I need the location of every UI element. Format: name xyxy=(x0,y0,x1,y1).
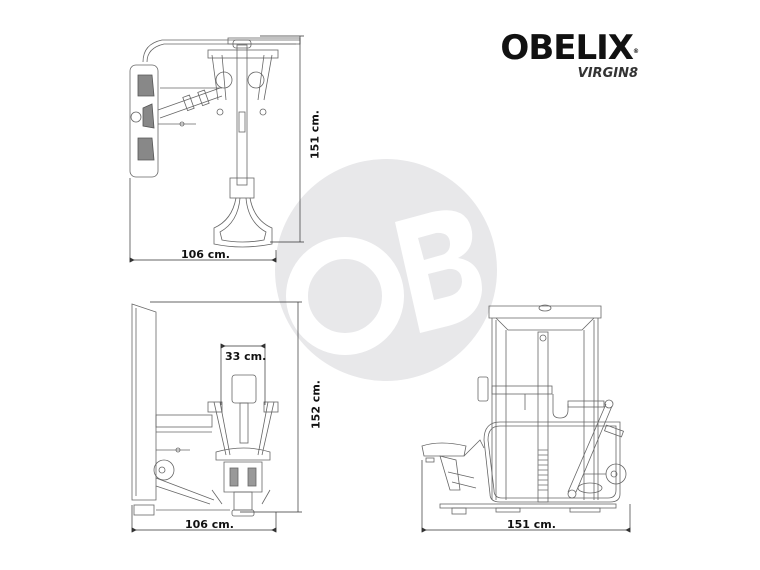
front-view-drawing xyxy=(131,303,279,517)
model-name: VIRGIN8 xyxy=(577,66,638,81)
top-view-height-label: 151 cm. xyxy=(308,110,322,159)
brand-logo: OBELIX® VIRGIN8 xyxy=(498,28,639,82)
registered-mark: ® xyxy=(633,48,639,55)
top-view-drawing xyxy=(129,37,301,248)
side-view-drawing xyxy=(421,304,627,515)
front-view-inner-width-label: 33 cm. xyxy=(225,350,267,363)
ob-watermark-logo xyxy=(275,159,497,381)
brand-name: OBELIX® xyxy=(498,28,639,68)
front-view-dimension-lines xyxy=(131,301,302,533)
front-view-width-label: 106 cm. xyxy=(185,518,234,531)
top-view-dimension-lines xyxy=(129,35,304,263)
side-view-width-label: 151 cm. xyxy=(507,518,556,531)
top-view-width-label: 106 cm. xyxy=(181,248,230,261)
front-view-height-label: 152 cm. xyxy=(309,380,323,429)
side-view-dimension-lines xyxy=(421,460,631,533)
brand-name-text: OBELIX xyxy=(500,28,634,68)
